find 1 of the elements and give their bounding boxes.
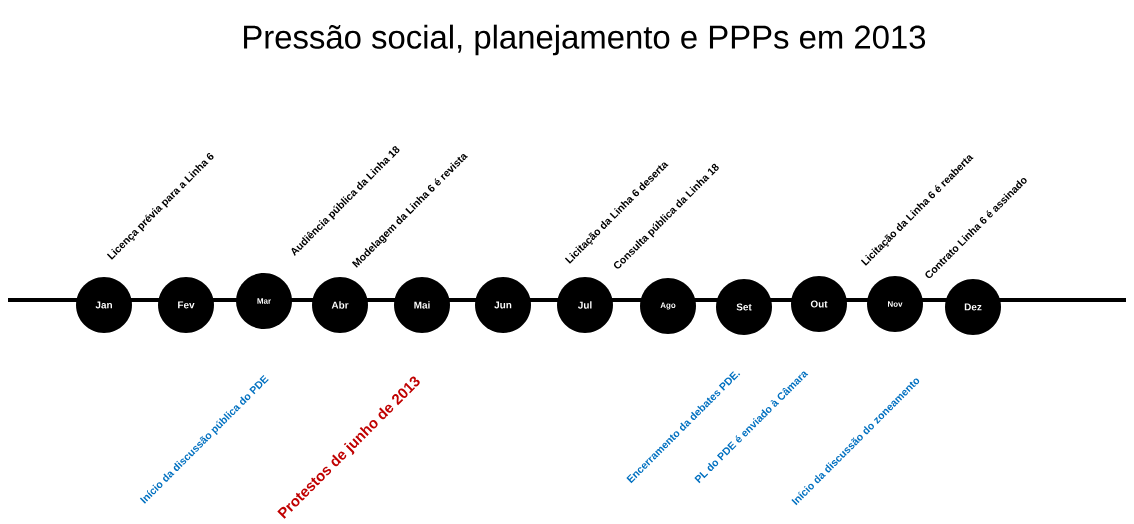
title: Pressão social, planejamento e PPPs em 2013 [244, 24, 926, 56]
